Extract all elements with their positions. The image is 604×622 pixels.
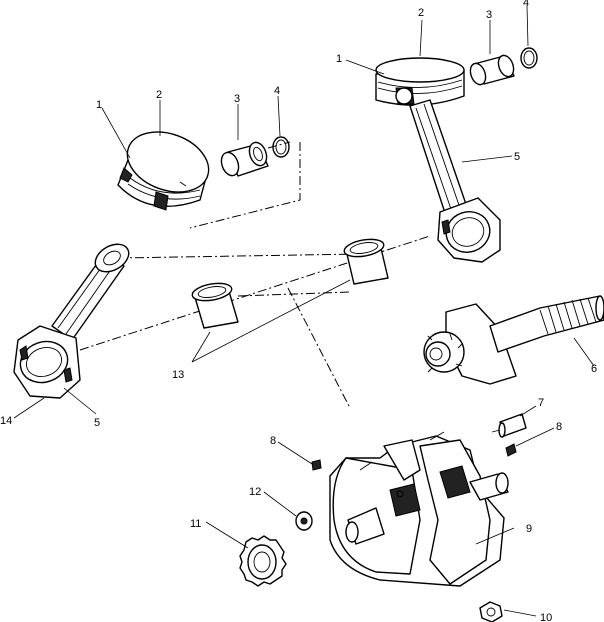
nut [479,601,503,622]
plug-right [505,443,517,457]
callout-4-left: 4 [274,85,280,97]
callout-5-left: 5 [94,417,100,429]
washer [295,511,313,531]
callout-2-right: 2 [418,7,424,19]
piston-left [117,131,210,211]
piston-pin-right [469,54,515,86]
leader-lines [13,5,595,617]
circlip-right [520,47,538,69]
callout-1-left: 1 [96,99,102,111]
callout-7: 7 [538,397,544,409]
connecting-rod-left [13,243,130,399]
output-shaft [423,295,604,385]
piston-right [375,57,465,106]
callout-3-right: 3 [486,9,492,21]
piston-pin-left [220,141,269,177]
plug-left [311,459,322,471]
callout-9: 9 [526,523,532,535]
callout-1-right: 1 [336,53,342,65]
callout-6: 6 [591,363,597,375]
callout-8-right: 8 [556,421,562,433]
callout-3-left: 3 [234,93,240,105]
callout-2-left: 2 [156,89,162,101]
callout-13: 13 [172,369,184,381]
pin [491,413,527,438]
gear [239,535,287,587]
callout-10: 10 [540,612,552,622]
callout-8-left: 8 [270,435,276,447]
connecting-rod-right [409,99,501,263]
callout-14: 14 [0,415,12,427]
rod-bearing-right [343,238,389,285]
callout-11: 11 [190,518,201,530]
callout-5-right: 5 [514,151,520,163]
rod-bearing-left [191,282,239,329]
crankshaft [329,431,509,587]
callout-12: 12 [249,486,261,498]
callout-4-right: 4 [523,0,529,9]
circlip-left [272,136,290,158]
